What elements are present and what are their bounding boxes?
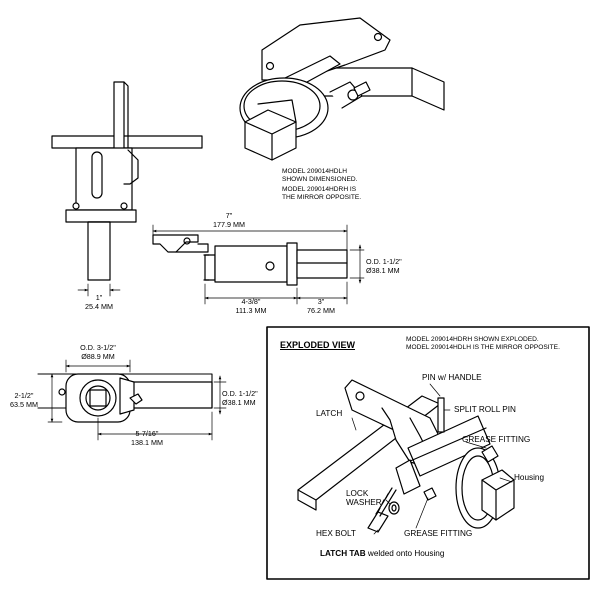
dim-height-in: 2-1/2" xyxy=(14,391,34,400)
exploded-note-line1: MODEL 209014HDRH SHOWN EXPLODED. xyxy=(406,336,539,343)
dim-handle-mm: 76.2 MM xyxy=(307,306,335,315)
dim-od-end-mm: Ø38.1 MM xyxy=(222,398,256,407)
part-label-lock-washer-line1: LOCK xyxy=(346,489,369,498)
part-label-lock-washer-line2: WASHER xyxy=(346,498,382,507)
side-view xyxy=(51,81,203,281)
dimension-lines xyxy=(47,224,365,441)
dim-overall-in: 7" xyxy=(225,211,233,220)
part-label-housing: Housing xyxy=(514,473,545,482)
exploded-view-title: EXPLODED VIEW xyxy=(280,340,356,350)
exploded-drawing xyxy=(297,379,515,535)
model-dim-note-line2: SHOWN DIMENSIONED. xyxy=(282,176,358,183)
part-label-hex-bolt: HEX BOLT xyxy=(316,529,356,538)
part-label-grease-fitting-bottom: GREASE FITTING xyxy=(404,529,473,538)
exploded-note-line2: MODEL 209014HDLH IS THE MIRROR OPPOSITE. xyxy=(406,344,560,351)
dim-housing-mm: 111.3 MM xyxy=(235,306,267,315)
latch-tab-caption-rest: welded onto Housing xyxy=(365,549,445,558)
dim-od-handle-in: O.D. 1-1/2" xyxy=(366,257,402,266)
latch-tab-caption: LATCH TAB welded onto Housing xyxy=(320,549,445,558)
model-mirror-note-line1: MODEL 209014HDRH IS xyxy=(282,186,357,193)
part-label-split-roll-pin: SPLIT ROLL PIN xyxy=(454,405,516,414)
dim-od-end-in: O.D. 1-1/2" xyxy=(222,389,258,398)
exploded-view-frame xyxy=(266,326,590,580)
dim-overall-mm: 177.9 MM xyxy=(213,220,245,229)
dim-width-mm: 25.4 MM xyxy=(85,302,113,311)
dim-flange-od-in: O.D. 3-1/2" xyxy=(80,343,116,352)
model-dim-note-line1: MODEL 209014HDLH xyxy=(282,168,347,175)
part-label-latch: LATCH xyxy=(316,409,343,418)
dim-width-in: 1" xyxy=(95,293,103,302)
dim-flange-od-mm: Ø88.9 MM xyxy=(81,352,115,361)
front-view xyxy=(152,234,348,286)
dim-height-mm: 63.5 MM xyxy=(10,400,38,409)
dim-od-handle-mm: Ø38.1 MM xyxy=(366,266,400,275)
latch-tab-caption-bold: LATCH TAB xyxy=(320,549,366,558)
part-label-pin-handle: PIN w/ HANDLE xyxy=(422,373,482,382)
end-view xyxy=(37,373,213,423)
dim-length-mm: 138.1 MM xyxy=(131,438,163,447)
dim-handle-in: 3" xyxy=(317,297,325,306)
dim-length-in: 5-7/16" xyxy=(135,429,159,438)
isometric-view xyxy=(239,17,445,161)
part-label-grease-fitting-top: GREASE FITTING xyxy=(462,435,531,444)
model-mirror-note-line2: THE MIRROR OPPOSITE. xyxy=(282,194,362,201)
dim-housing-in: 4-3/8" xyxy=(241,297,261,306)
